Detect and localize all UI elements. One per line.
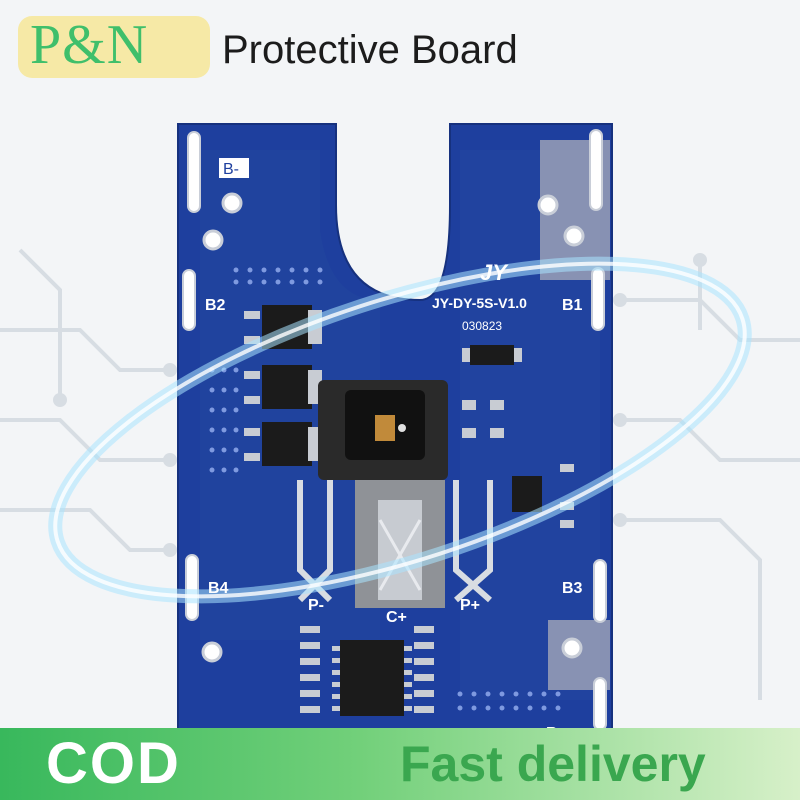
slot-top-right: [589, 129, 603, 211]
slot-b1: [591, 267, 605, 331]
cod-label: COD: [46, 731, 181, 796]
label-c-plus: C+: [386, 609, 407, 626]
resistor-array-left: [300, 626, 320, 713]
header-banner: P&N Protective Board: [0, 0, 800, 96]
p-plus-terminal: [453, 480, 493, 603]
fast-delivery-label: Fast delivery: [400, 736, 706, 792]
via-grid-left: [209, 367, 239, 473]
label-b-minus: B-: [223, 161, 239, 178]
slot-b4: [185, 554, 199, 621]
board-date-code: 030823: [462, 319, 502, 333]
resistor-array-right: [414, 626, 434, 713]
label-b2: B2: [205, 297, 226, 314]
footer-banner: [0, 728, 800, 800]
board-logo-mark: JY: [480, 260, 509, 285]
mosfet-3: [244, 422, 322, 466]
via-grid-bottom: [457, 691, 561, 711]
label-b3: B3: [562, 580, 583, 597]
mosfet-2: [244, 365, 322, 409]
page-title: Protective Board: [222, 28, 518, 72]
brand-badge: [18, 16, 210, 78]
slot-b3: [593, 559, 607, 623]
label-b4: B4: [208, 580, 229, 597]
label-p-minus: P-: [308, 597, 324, 614]
label-p-plus: P+: [460, 597, 480, 614]
charge-socket: [318, 380, 448, 480]
board-model: JY-DY-5S-V1.0: [432, 295, 527, 311]
slot-b2: [182, 269, 196, 331]
center-terminal: [355, 480, 445, 608]
small-ic: [512, 476, 542, 512]
label-b1: B1: [562, 297, 583, 314]
brand-logo: P&N: [30, 14, 149, 76]
via-grid-top: [233, 267, 323, 285]
diode: [470, 345, 514, 365]
slot-top-left: [187, 131, 201, 213]
protection-ic: [332, 640, 412, 716]
slot-b-plus: [593, 677, 607, 731]
